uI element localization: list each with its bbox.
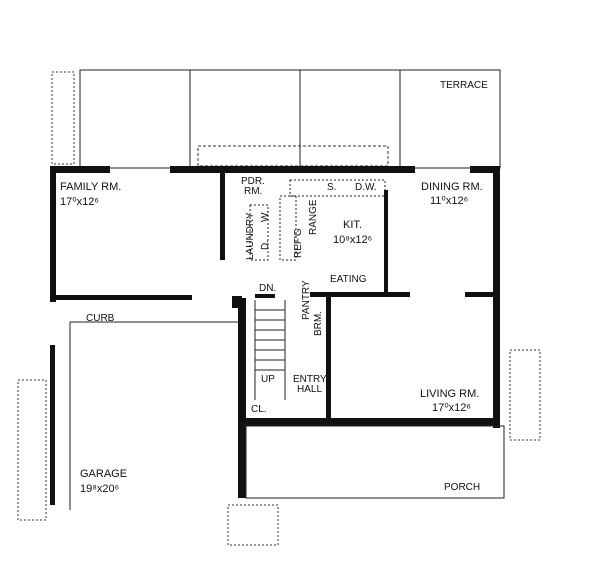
porch [245,425,505,499]
shrubs [17,71,541,546]
label-living-room: LIVING RM. [420,388,479,400]
label-family-room: FAMILY RM. [60,181,121,193]
label-family-size: 17⁰x12⁶ [60,196,99,208]
label-kitchen: KIT. [343,219,362,231]
label-laundry: LAUNDRY [245,212,256,260]
label-garage-size: 19⁸x20⁶ [80,483,119,495]
label-sink: S. [327,182,336,193]
label-dishwasher: D.W. [355,182,377,193]
walls [50,166,500,505]
label-powder-rm: RM. [244,186,262,197]
label-down: DN. [259,283,276,294]
label-washer: W. [260,210,271,222]
label-range: RANGE [308,199,319,235]
label-broom: BRM. [313,311,324,336]
label-dining-room: DINING RM. [421,181,483,193]
label-refrigerator: REF'G [293,228,304,258]
label-curb: CURB [86,313,115,324]
label-kitchen-size: 10⁸x12⁶ [333,234,372,246]
planter [197,145,389,167]
kitchen-counters [249,179,386,261]
label-porch: PORCH [444,482,480,493]
label-dining-size: 11⁰x12⁶ [430,195,468,207]
stairs [254,300,286,400]
label-eating: EATING [330,274,367,285]
label-garage: GARAGE [80,468,127,480]
label-pantry: PANTRY [301,280,312,320]
label-up: UP [261,374,275,385]
label-entry: ENTRY [293,374,327,385]
label-powder: PDR. [241,176,265,187]
label-living-size: 17⁰x12⁶ [432,402,471,414]
label-hall: HALL [297,384,322,395]
label-closet: CL. [251,404,267,415]
label-terrace: TERRACE [440,80,488,91]
terrace [79,69,501,169]
label-dryer: D. [260,240,271,250]
